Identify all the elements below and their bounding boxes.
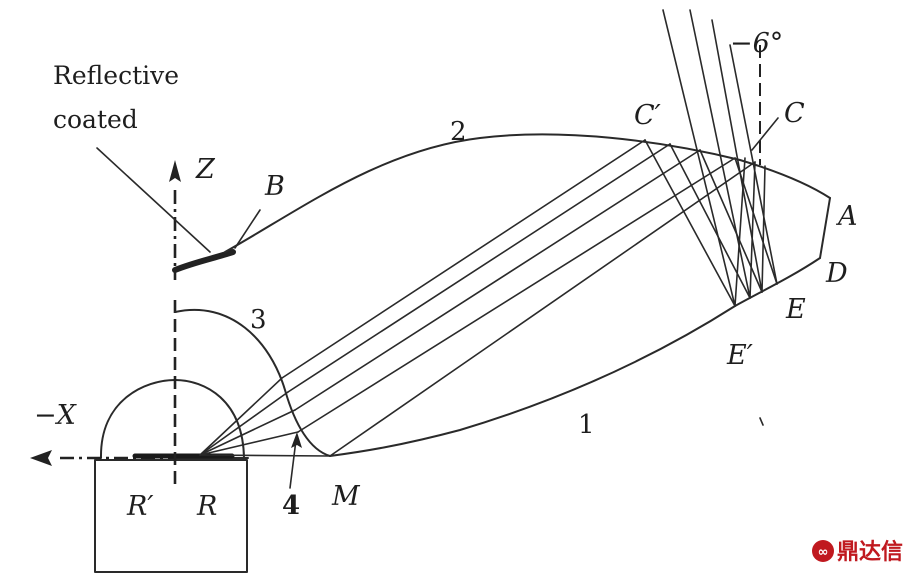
surface-4-arrow [289,439,297,489]
note-line1: Reflective [53,61,179,90]
surface-3-curve [174,309,331,457]
output-rays [662,9,778,307]
label-angle: −6° [730,28,783,59]
surface-2-curve [224,133,831,253]
ray-fan [199,377,331,457]
reflection-rays [644,139,778,307]
label-surface-3: 3 [250,305,267,335]
label-c-prime: C′ [634,100,661,131]
label-surface-2: 2 [450,117,467,147]
z-axis-arrow-icon [169,160,181,182]
label-neg-x: −X [34,400,78,431]
tick-mark [759,417,764,426]
label-surface-1: 1 [578,410,595,440]
note-leader [96,147,211,253]
dome-surface [99,379,245,459]
neg-x-arrow-icon [30,450,52,466]
watermark-logo-icon [812,540,834,562]
label-a: A [835,201,858,232]
label-e-prime: E′ [726,340,753,371]
label-b: B [264,171,285,202]
lower-edge-d-e [734,257,821,307]
surface-1-curve [329,305,736,457]
label-r-prime: R′ [126,491,153,522]
watermark: ∞ 鼎达信 [812,539,903,565]
mirror-b [172,249,236,273]
label-z: Z [195,154,216,185]
label-d: D [825,258,848,289]
watermark-text: 鼎达信 [837,539,903,565]
label-e: E [785,294,806,325]
surface-4-arrow-icon [291,432,302,448]
pointer-c [751,117,779,151]
label-surface-4: 4 [282,491,300,521]
substrate-box [94,459,248,573]
parallel-ray-bundle [281,139,756,457]
watermark-logo-glyph: ∞ [818,545,829,560]
label-r: R [196,491,217,522]
label-m: M [331,481,361,512]
label-c: C [784,98,805,129]
edge-a-d [819,197,831,259]
pointer-b [234,209,261,249]
note-line2: coated [53,105,138,134]
